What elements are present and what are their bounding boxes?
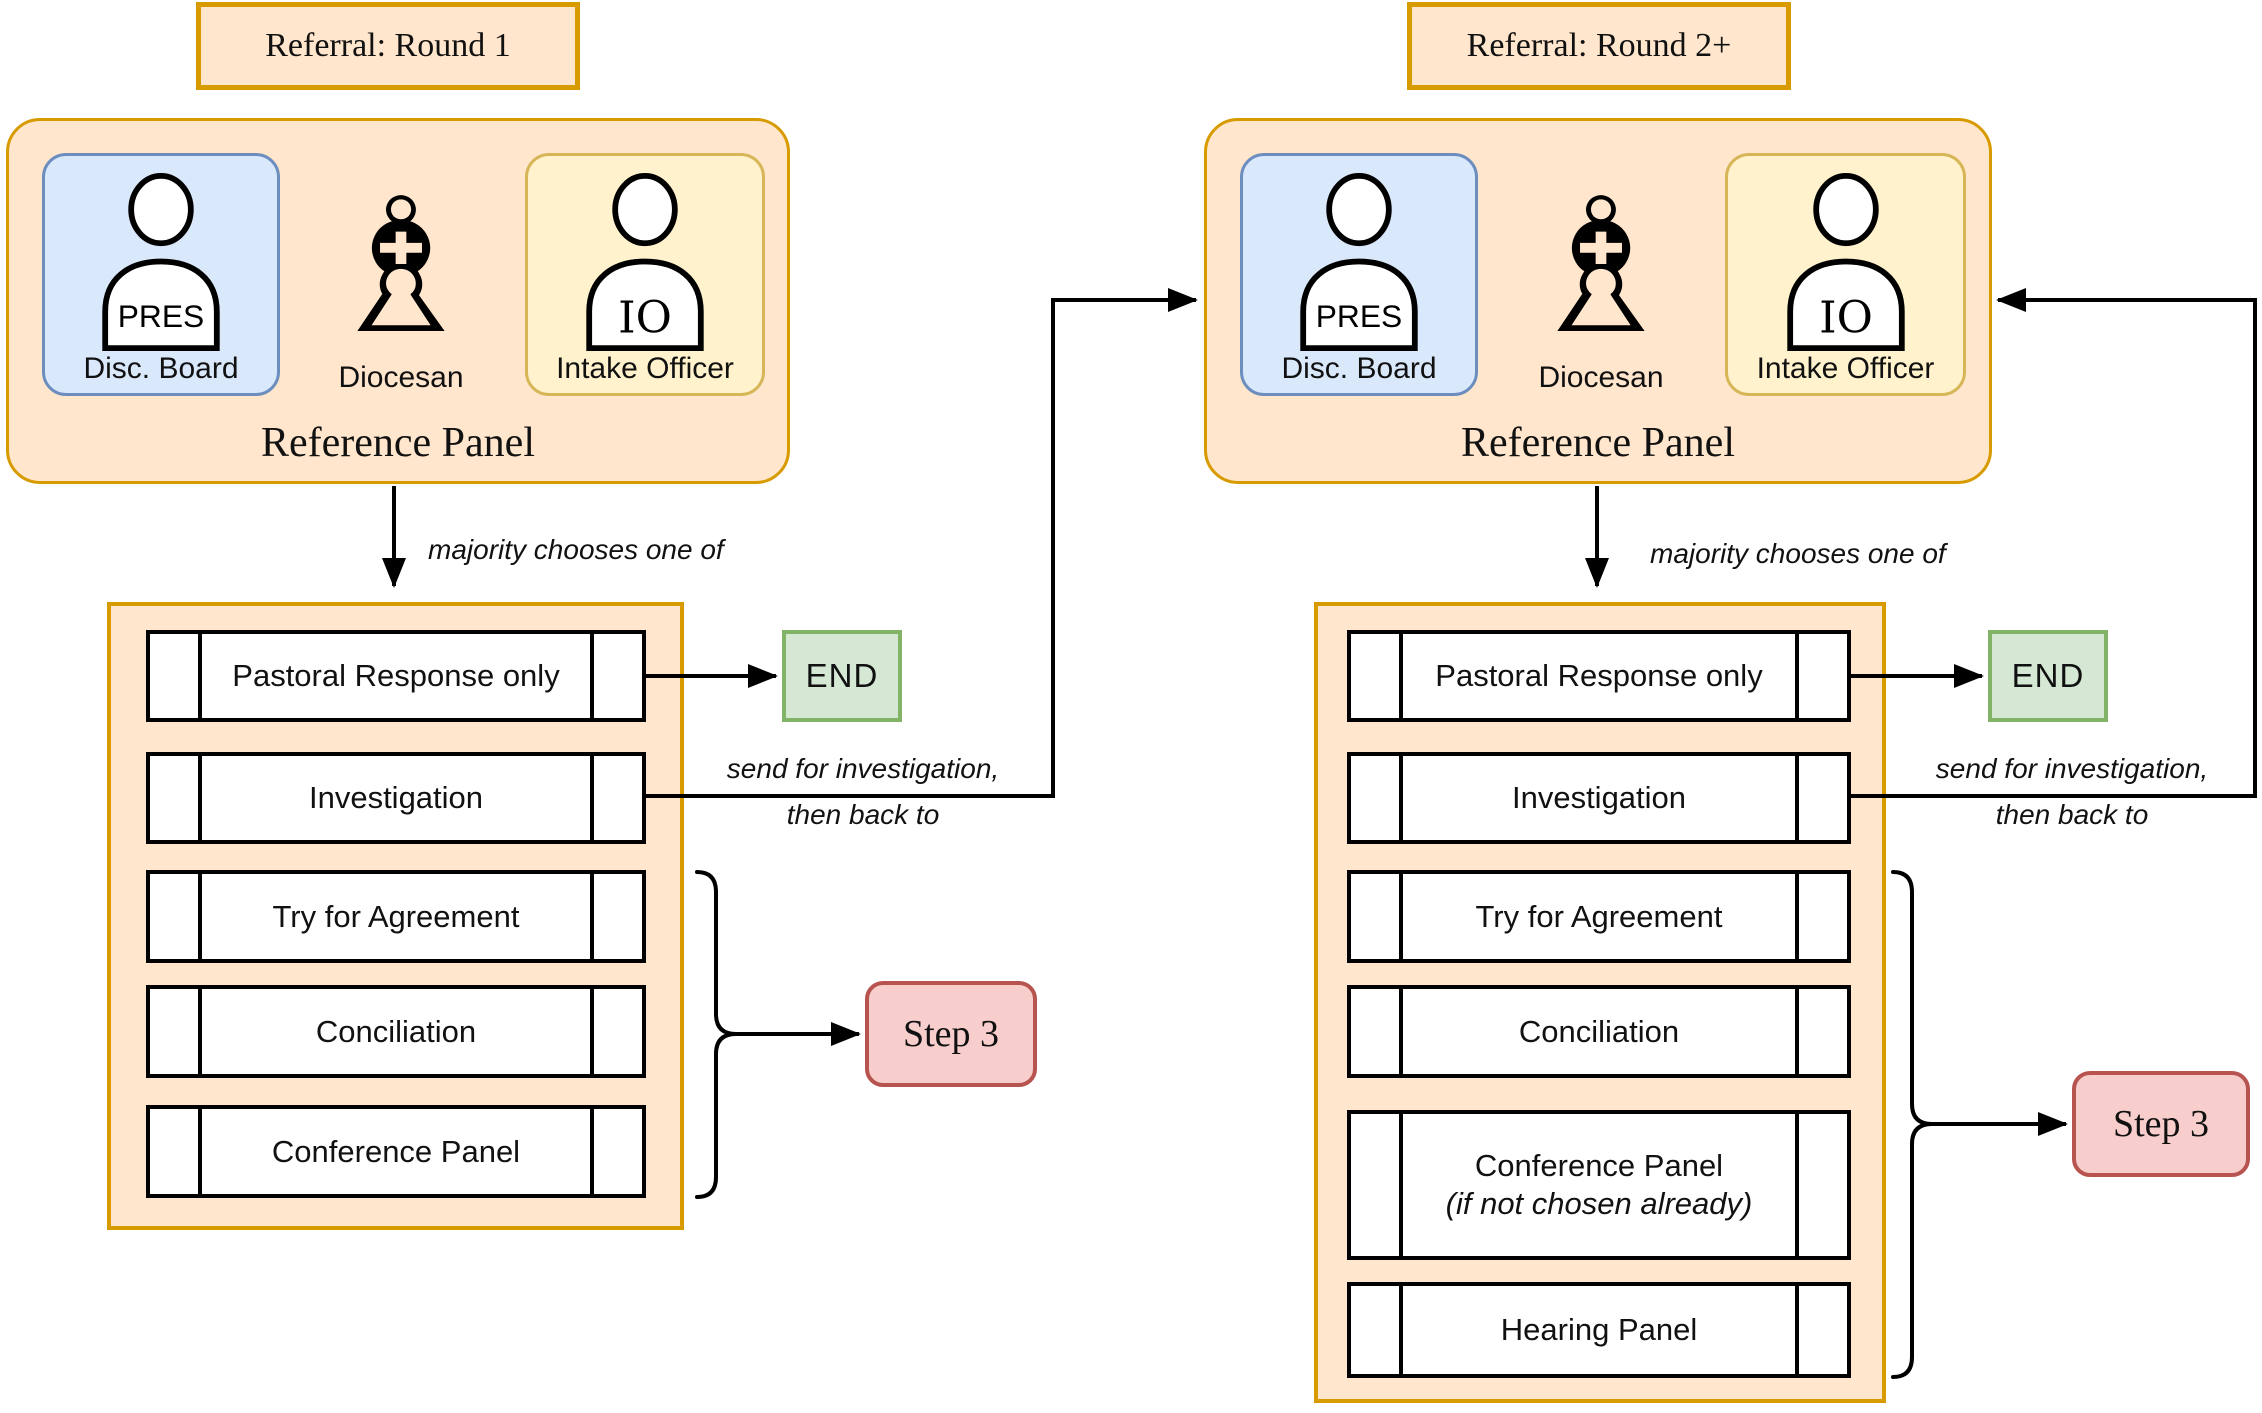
round2-disc-board-box: PRES Disc. Board xyxy=(1240,153,1478,396)
option-label: Conference Panel xyxy=(1474,1148,1724,1183)
io-chest-text: IO xyxy=(618,293,672,344)
round1-end-box: END xyxy=(782,630,902,722)
io-chest-text: IO xyxy=(1819,293,1873,344)
round2-option-hearing-panel: Hearing Panel xyxy=(1347,1282,1851,1378)
round2-intake-officer-box: IO Intake Officer xyxy=(1725,153,1966,396)
round2-diocesan: ♗ Diocesan xyxy=(1501,143,1701,396)
round2-reference-panel: PRES Disc. Board ♗ Diocesan IO Intake Of… xyxy=(1204,118,1992,484)
round1-step3-box: Step 3 xyxy=(865,981,1037,1087)
option-label: Hearing Panel xyxy=(1500,1312,1698,1347)
intake-officer-label: Intake Officer xyxy=(556,352,734,385)
round1-intake-officer-box: IO Intake Officer xyxy=(525,153,765,396)
step3-label: Step 3 xyxy=(902,1013,1000,1055)
round1-title: Referral: Round 1 xyxy=(265,27,511,64)
round1-diocesan: ♗ Diocesan xyxy=(301,143,501,396)
round2-title-box: Referral: Round 2+ xyxy=(1407,2,1791,90)
round2-option-investigation: Investigation xyxy=(1347,752,1851,844)
round1-option-try-for-agreement: Try for Agreement xyxy=(146,870,646,963)
round1-disc-board-box: PRES Disc. Board xyxy=(42,153,280,396)
person-icon: IO xyxy=(1786,173,1905,351)
person-icon: PRES xyxy=(1300,173,1418,351)
round2-end-box: END xyxy=(1988,630,2108,722)
person-icon: IO xyxy=(586,173,704,351)
pres-chest-text: PRES xyxy=(118,298,204,334)
note-line-2: then back to xyxy=(786,799,940,830)
note-line-1: send for investigation, xyxy=(1935,753,2209,784)
option-label: Pastoral Response only xyxy=(1435,658,1763,693)
round1-option-conference-panel: Conference Panel xyxy=(146,1105,646,1198)
round2-title: Referral: Round 2+ xyxy=(1466,27,1732,64)
round2-panel-label: Reference Panel xyxy=(1460,420,1735,466)
round2-majority-note: majority chooses one of xyxy=(1650,538,1946,569)
round2-option-try-for-agreement: Try for Agreement xyxy=(1347,870,1851,963)
round2-investigation-note: send for investigation, then back to xyxy=(1902,746,2242,838)
bishop-icon: ♗ xyxy=(317,158,485,375)
option-label: Investigation xyxy=(308,780,484,815)
option-label: Investigation xyxy=(1511,780,1687,815)
round1-reference-panel: PRES Disc. Board ♗ Diocesan IO Intake Of… xyxy=(6,118,790,484)
option-sublabel: (if not chosen already) xyxy=(1445,1186,1753,1221)
option-label: Try for Agreement xyxy=(1475,898,1723,934)
round2-step3-box: Step 3 xyxy=(2072,1071,2250,1177)
round1-group-brace xyxy=(695,870,737,1199)
option-label: Conciliation xyxy=(315,1013,477,1049)
round2-group-brace xyxy=(1891,870,1933,1379)
option-label: Pastoral Response only xyxy=(232,658,560,693)
round2-option-conciliation: Conciliation xyxy=(1347,985,1851,1078)
note-line-2: then back to xyxy=(1995,799,2149,830)
round1-panel-label: Reference Panel xyxy=(260,420,535,466)
round1-majority-note: majority chooses one of xyxy=(428,534,724,565)
end-label: END xyxy=(2011,657,2085,694)
round1-option-conciliation: Conciliation xyxy=(146,985,646,1078)
bishop-icon: ♗ xyxy=(1517,158,1685,375)
note-line-1: send for investigation, xyxy=(726,753,1000,784)
disc-board-label: Disc. Board xyxy=(83,352,239,385)
diocesan-label: Diocesan xyxy=(338,361,464,394)
pres-chest-text: PRES xyxy=(1316,298,1402,334)
disc-board-label: Disc. Board xyxy=(1281,352,1437,385)
round2-option-pastoral-response: Pastoral Response only xyxy=(1347,630,1851,722)
person-icon: PRES xyxy=(102,173,220,351)
step3-label: Step 3 xyxy=(2112,1103,2210,1145)
option-label: Conciliation xyxy=(1518,1013,1680,1049)
round2-option-conference-panel: Conference Panel (if not chosen already) xyxy=(1347,1110,1851,1260)
option-label: Conference Panel xyxy=(271,1133,521,1169)
intake-officer-label: Intake Officer xyxy=(1756,352,1935,385)
round1-title-box: Referral: Round 1 xyxy=(196,2,580,90)
end-label: END xyxy=(805,657,879,694)
round1-option-pastoral-response: Pastoral Response only xyxy=(146,630,646,722)
round1-option-investigation: Investigation xyxy=(146,752,646,844)
option-label: Try for Agreement xyxy=(272,898,520,934)
diocesan-label: Diocesan xyxy=(1538,361,1664,394)
round1-investigation-note: send for investigation, then back to xyxy=(698,746,1028,838)
